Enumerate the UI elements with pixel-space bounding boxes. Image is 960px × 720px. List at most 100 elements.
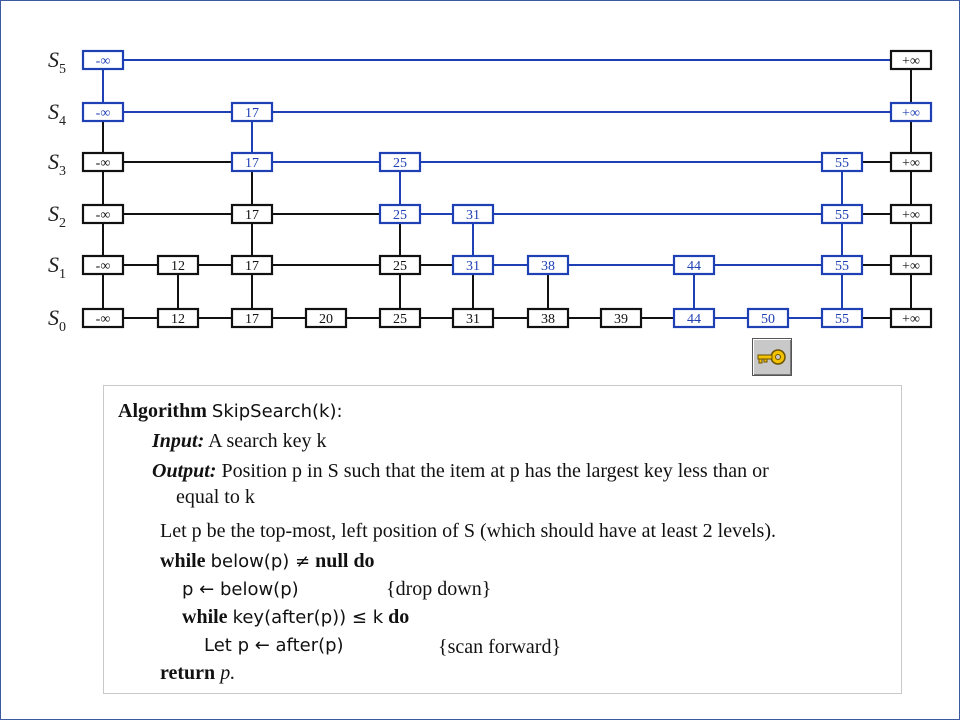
do-keyword: do (388, 606, 410, 628)
algorithm-keyword: Algorithm (118, 400, 207, 422)
node-key: 38 (541, 312, 555, 327)
return-value: p. (220, 662, 236, 684)
node-key: 44 (687, 312, 701, 327)
skip-list-node: 12 (156, 307, 200, 329)
node-key: -∞ (96, 106, 111, 121)
do-keyword: do (353, 550, 375, 572)
node-key: 25 (393, 208, 407, 223)
skip-list-node: 17 (230, 151, 274, 173)
node-key: -∞ (96, 312, 111, 327)
node-key: 12 (171, 312, 185, 327)
init-line: Let p be the top-most, left position of … (160, 520, 776, 542)
node-key: 55 (835, 259, 849, 274)
while-keyword: while (182, 606, 228, 628)
null-keyword: null (315, 550, 349, 572)
scan-forward-comment: {scan forward} (438, 636, 562, 658)
skip-list-node: +∞ (889, 307, 933, 329)
node-key: 38 (541, 259, 555, 274)
node-key: 12 (171, 259, 185, 274)
node-key: +∞ (902, 54, 920, 69)
inner-while-line: while key(after(p)) ≤ k do (182, 606, 409, 629)
skip-list-node: 55 (820, 254, 864, 276)
skip-list-node: 39 (599, 307, 643, 329)
skip-list-node: 38 (526, 254, 570, 276)
skip-list-node: 31 (451, 203, 495, 225)
node-key: +∞ (902, 156, 920, 171)
level-label: S2 (48, 201, 66, 231)
node-key: 55 (835, 208, 849, 223)
skip-list-node: 25 (378, 307, 422, 329)
scan-forward-line: Let p ← after(p) (204, 634, 344, 657)
node-key: 44 (687, 259, 701, 274)
skip-list-node: 12 (156, 254, 200, 276)
skip-list-node: 17 (230, 203, 274, 225)
skip-list-node: +∞ (889, 254, 933, 276)
skip-list-node: -∞ (81, 49, 125, 71)
node-key: 25 (393, 312, 407, 327)
output-line: Output: Position p in S such that the it… (152, 460, 769, 483)
skip-list-node: 38 (526, 307, 570, 329)
skip-list-node: 55 (820, 203, 864, 225)
skip-list-node: 17 (230, 254, 274, 276)
level-label: S4 (48, 99, 66, 129)
skip-list-node: 31 (451, 254, 495, 276)
node-key: +∞ (902, 259, 920, 274)
node-key: 17 (245, 312, 259, 327)
skip-list-node: 25 (378, 203, 422, 225)
input-keyword: Input: (152, 430, 205, 452)
skip-list-node: 55 (820, 307, 864, 329)
node-key: 55 (835, 156, 849, 171)
node-key: 31 (466, 208, 480, 223)
output-keyword: Output: (152, 460, 217, 482)
skip-list-node: 17 (230, 307, 274, 329)
skip-list-node: 20 (304, 307, 348, 329)
level-label: S1 (48, 252, 66, 282)
skip-list-node: +∞ (889, 151, 933, 173)
node-key: 20 (319, 312, 333, 327)
node-key: 17 (245, 208, 259, 223)
skip-list-node: -∞ (81, 151, 125, 173)
while-keyword: while (160, 550, 206, 572)
skip-list-node: 25 (378, 151, 422, 173)
algorithm-heading: Algorithm SkipSearch(k): (118, 400, 343, 423)
skip-list-node: -∞ (81, 101, 125, 123)
inner-while-condition: key(after(p)) ≤ k (232, 607, 384, 628)
drop-down-comment: {drop down} (386, 578, 492, 600)
skip-list-node: 44 (672, 254, 716, 276)
level-label: S0 (48, 305, 66, 335)
skip-list-node: 50 (746, 307, 790, 329)
algorithm-box: Algorithm SkipSearch(k): Input: A search… (103, 385, 902, 694)
node-key: 17 (245, 156, 259, 171)
node-key: 50 (761, 312, 775, 327)
node-key: -∞ (96, 54, 111, 69)
skip-list-node: +∞ (889, 101, 933, 123)
outer-while-condition: below(p) ≠ (210, 551, 311, 572)
skip-list-node: +∞ (889, 49, 933, 71)
input-text: A search key k (208, 430, 327, 452)
node-key: 17 (245, 106, 259, 121)
skip-list-node: 44 (672, 307, 716, 329)
skip-list-node: 25 (378, 254, 422, 276)
node-key: -∞ (96, 156, 111, 171)
skip-list-node: -∞ (81, 203, 125, 225)
node-key: 55 (835, 312, 849, 327)
node-key: 17 (245, 259, 259, 274)
skip-list-node: +∞ (889, 203, 933, 225)
node-key: -∞ (96, 259, 111, 274)
node-key: 25 (393, 259, 407, 274)
node-key: 25 (393, 156, 407, 171)
skip-list-node: -∞ (81, 307, 125, 329)
node-key: +∞ (902, 208, 920, 223)
key-icon (757, 349, 786, 365)
algorithm-name: SkipSearch(k): (211, 401, 343, 422)
skip-list-node: 31 (451, 307, 495, 329)
drop-down-assignment: p ← below(p) (182, 579, 299, 600)
node-key: 31 (466, 312, 480, 327)
drop-down-line: p ← below(p) (182, 578, 299, 601)
node-key: 39 (614, 312, 628, 327)
input-line: Input: A search key k (152, 430, 326, 453)
key-button[interactable] (752, 338, 792, 376)
skip-list-node: -∞ (81, 254, 125, 276)
return-keyword: return (160, 662, 216, 684)
